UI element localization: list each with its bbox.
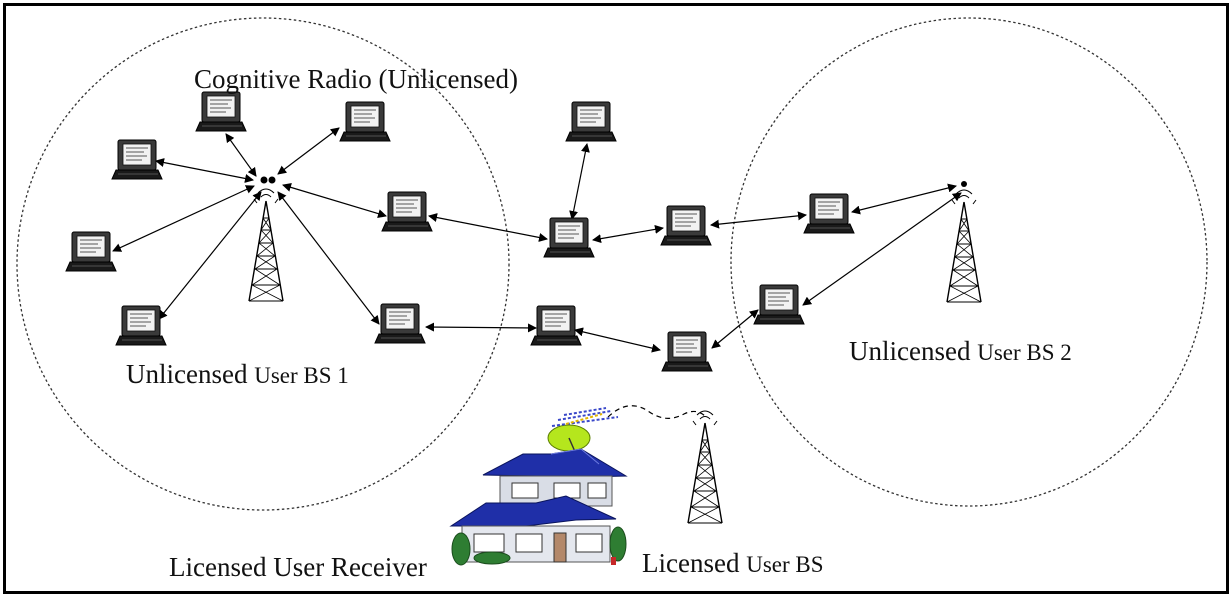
link-bs1-left-lower	[112, 185, 255, 252]
house-with-antenna-icon	[449, 407, 628, 566]
tower-icon-licensed-bs	[687, 410, 723, 524]
licensed-signal-path	[607, 405, 706, 419]
network-diagram	[16, 17, 1208, 566]
laptop-terminal-icon	[381, 191, 433, 232]
link-right-to-bs2user	[710, 211, 807, 229]
bs2-label-part2: User BS 2	[977, 340, 1072, 365]
link-bs1-left-upper	[155, 158, 254, 183]
link-bs1-top-left	[225, 133, 257, 177]
licensed-bs-label-part1: Licensed	[642, 548, 747, 578]
link-bs1-top-right	[277, 127, 340, 175]
tower-icon-bs1	[248, 188, 284, 302]
coverage-area-bs1	[16, 17, 510, 511]
diagram-frame: Cognitive Radio (Unlicensed) Unlicensed …	[3, 3, 1229, 594]
coverage-area-bs2	[730, 17, 1208, 507]
bs1-label: Unlicensed User BS 1	[126, 361, 349, 388]
bs2-label-part1: Unlicensed	[849, 336, 978, 366]
laptop-terminal-icon	[115, 305, 167, 346]
link-vertical	[569, 143, 590, 220]
licensed-bs-label-part2: User BS	[746, 552, 824, 577]
tower-icon-bs2	[946, 189, 982, 303]
laptop-terminal-icon	[660, 205, 712, 246]
link-lower-right	[711, 309, 759, 349]
link-bs1-bottom-left	[158, 191, 262, 320]
laptop-terminal-icon	[339, 101, 391, 142]
bs1-label-part1: Unlicensed	[126, 359, 255, 389]
links	[112, 127, 962, 353]
bs1-hub	[260, 176, 276, 184]
link-mid-right	[428, 213, 548, 242]
laptop-terminal-icon	[661, 331, 713, 372]
licensed-receiver-label: Licensed User Receiver	[169, 552, 427, 582]
laptop-terminal-icon	[195, 91, 247, 132]
bs2-hub	[961, 181, 967, 187]
laptop-terminal-icon	[530, 305, 582, 346]
link-bs2-to-lower	[802, 192, 962, 306]
link-lower-center	[574, 327, 661, 353]
laptop-terminal-icon	[565, 101, 617, 142]
licensed-bs-label: Licensed User BS	[642, 550, 824, 577]
laptop-terminal-icon	[753, 284, 805, 325]
bs2-label: Unlicensed User BS 2	[849, 338, 1072, 365]
laptop-terminal-icon	[111, 139, 163, 180]
laptop-terminal-icon	[543, 217, 595, 258]
laptop-terminal-icon	[803, 193, 855, 234]
laptop-terminal-icon	[374, 303, 426, 344]
link-bs1-right	[282, 182, 387, 219]
link-bs1-bottom-right	[277, 191, 380, 325]
bs1-label-part2: User BS 1	[254, 363, 349, 388]
laptop-terminal-icon	[65, 231, 117, 272]
link-lower-left	[425, 322, 537, 333]
link-center-to-right	[592, 224, 664, 244]
cognitive-radio-label: Cognitive Radio (Unlicensed)	[194, 64, 518, 94]
